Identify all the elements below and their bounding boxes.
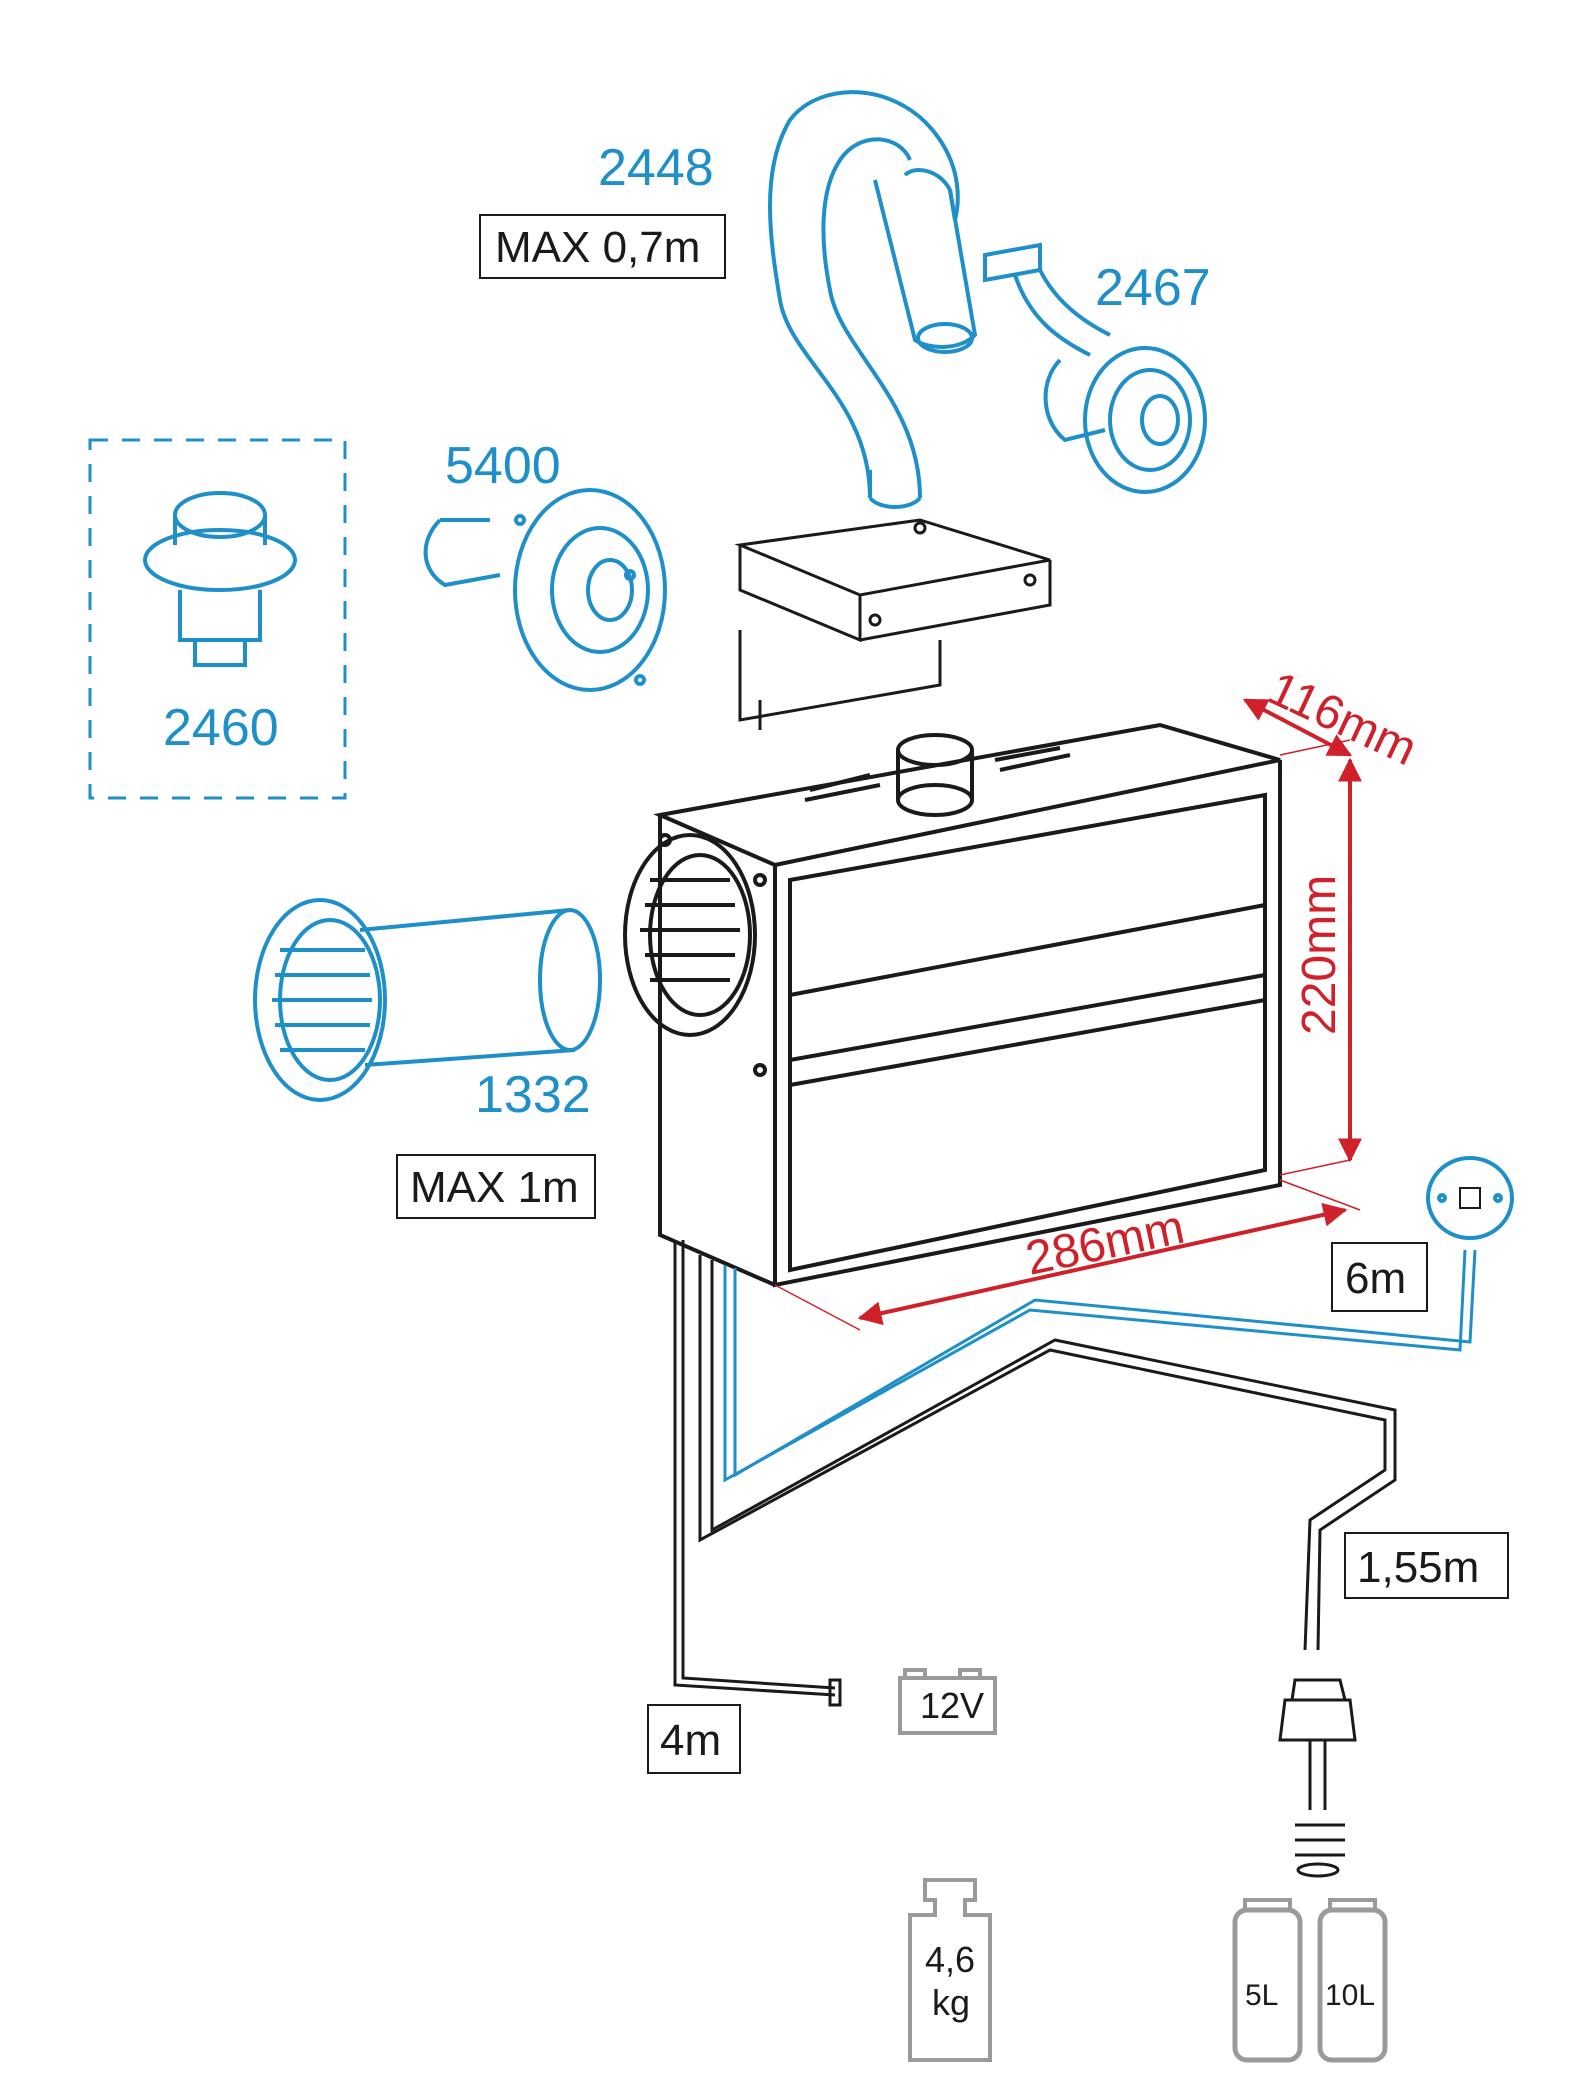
- part-number-2460: 2460: [163, 699, 279, 757]
- control-cable-length: 6m: [1345, 1254, 1406, 1303]
- fuel-line: [698, 1255, 1397, 1651]
- part-number-1332: 1332: [475, 1066, 591, 1124]
- part-number-2448: 2448: [598, 139, 714, 197]
- intake-vent: [253, 898, 602, 1102]
- power-cable: [673, 1240, 842, 1707]
- depth-dimension: 116mm: [1260, 662, 1424, 776]
- fuel-tank-fitting: [1278, 1678, 1357, 1878]
- tank-10l-label: 10L: [1325, 1979, 1375, 2012]
- weight-value: 4,6: [925, 1939, 975, 1980]
- part-number-2467: 2467: [1095, 259, 1211, 317]
- fuel-line-length: 1,55m: [1357, 1543, 1479, 1592]
- battery-voltage: 12V: [920, 1685, 984, 1726]
- max-intake-label: MAX 1m: [410, 1163, 579, 1212]
- dimension-lines: [774, 698, 1362, 1331]
- optional-part-box: [88, 438, 347, 800]
- weight-icon: 4,6 kg: [908, 1878, 992, 2062]
- tank-10l-icon: 10L: [1317, 1898, 1388, 2063]
- exhaust-outlet: [983, 242, 1207, 494]
- mounting-bracket: [734, 518, 1052, 730]
- max-exhaust-label: MAX 0,7m: [495, 223, 700, 272]
- battery-icon: 12V: [898, 1668, 997, 1735]
- weight-unit: kg: [932, 1982, 970, 2023]
- width-dimension: 286mm: [1021, 1201, 1189, 1286]
- power-cable-length: 4m: [660, 1716, 721, 1765]
- tank-5l-icon: 5L: [1232, 1898, 1303, 2063]
- tank-5l-label: 5L: [1245, 1979, 1278, 2012]
- part-number-5400: 5400: [445, 437, 561, 495]
- heater-unit: [623, 722, 1282, 1288]
- control-panel: [1426, 1156, 1514, 1240]
- height-dimension: 220mm: [1293, 875, 1346, 1035]
- exhaust-pipe: [768, 90, 978, 509]
- intake-silencer: [423, 488, 667, 692]
